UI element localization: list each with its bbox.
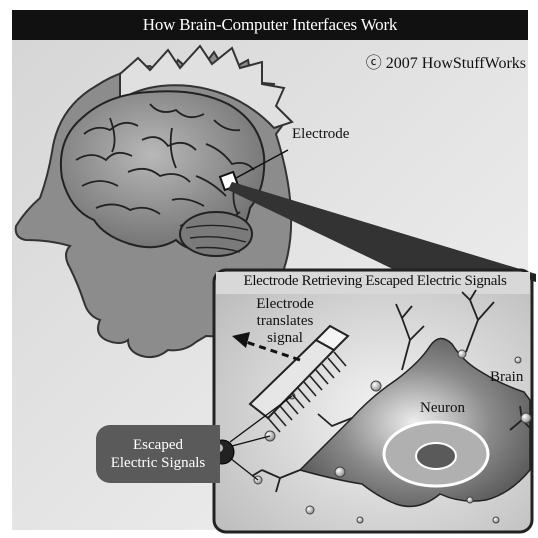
nucleus-inner bbox=[416, 443, 456, 469]
copyright-notice: ⓒ 2007 HowStuffWorks bbox=[366, 49, 526, 73]
brain-label: Brain bbox=[490, 369, 523, 386]
inset-title: Electrode Retrieving Escaped Electric Si… bbox=[219, 270, 531, 292]
translates-label: Electrode translates signal bbox=[250, 296, 320, 347]
translates-line-3: signal bbox=[250, 330, 320, 347]
translates-line-2: translates bbox=[250, 313, 320, 330]
electrode-label: Electrode bbox=[292, 126, 349, 143]
escaped-signals-callout: Escaped Electric Signals bbox=[96, 425, 220, 483]
escaped-line-1: Escaped bbox=[133, 436, 183, 454]
neuron-label: Neuron bbox=[420, 400, 465, 417]
diagram-title: How Brain-Computer Interfaces Work bbox=[143, 15, 397, 35]
cerebellum bbox=[180, 212, 252, 256]
translates-line-1: Electrode bbox=[250, 296, 320, 313]
title-bar: How Brain-Computer Interfaces Work bbox=[12, 10, 528, 40]
escaped-line-2: Electric Signals bbox=[111, 454, 206, 472]
